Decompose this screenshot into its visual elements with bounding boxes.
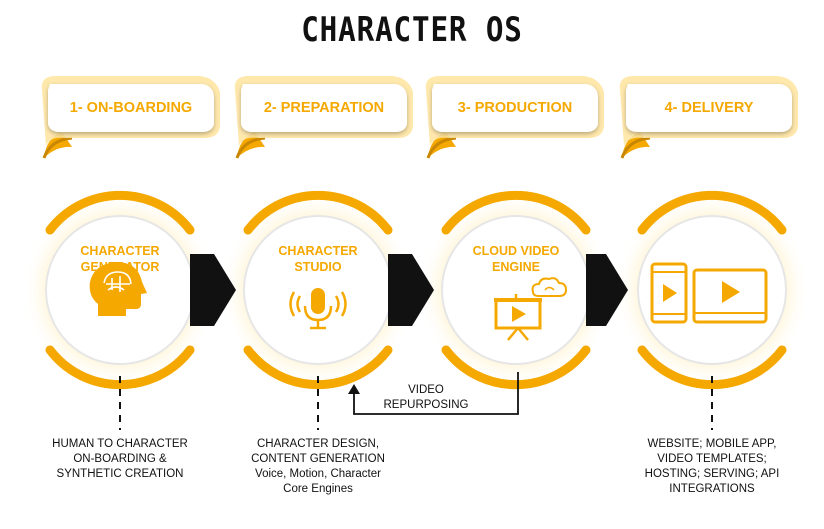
- video-repurposing-label: VIDEO REPURPOSING: [383, 384, 469, 411]
- circle-title-2: CHARACTER STUDIO: [278, 244, 358, 274]
- stage-description-1: HUMAN TO CHARACTER ON-BOARDING & SYNTHET…: [52, 438, 188, 480]
- banner-label-2: 2- PREPARATION: [263, 100, 385, 116]
- microphone-icon: [289, 288, 347, 330]
- cloud-video-presentation-icon: [494, 277, 568, 341]
- banner-3: [425, 76, 604, 159]
- diagram-title: CHARACTER OS: [301, 10, 523, 50]
- circle-title-1: CHARACTER GENERATOR: [80, 244, 160, 274]
- stage-description-4: WEBSITE; MOBILE APP, VIDEO TEMPLATES; HO…: [644, 438, 780, 495]
- banner-label-3: 3- PRODUCTION: [457, 100, 573, 116]
- stage-description-2: CHARACTER DESIGN, CONTENT GENERATION Voi…: [251, 438, 385, 495]
- arrow-2-to-3: [388, 254, 434, 326]
- banner-1: [41, 76, 221, 159]
- arrow-1-to-2: [190, 254, 236, 326]
- banner-label-1: 1- ON-BOARDING: [69, 100, 193, 116]
- head-brain-icon: [89, 262, 147, 316]
- banner-2: [234, 76, 413, 159]
- arrow-3-to-4: [586, 254, 628, 326]
- repurposing-loop-arrow: [348, 372, 519, 415]
- circle-title-3: CLOUD VIDEO ENGINE: [472, 244, 560, 274]
- banner-4: [619, 76, 798, 159]
- phone-and-monitor-play-icon: [650, 262, 768, 324]
- banner-label-4: 4- DELIVERY: [664, 100, 754, 116]
- stage-circle-3: [418, 190, 614, 390]
- stage-circle-4: [614, 190, 810, 390]
